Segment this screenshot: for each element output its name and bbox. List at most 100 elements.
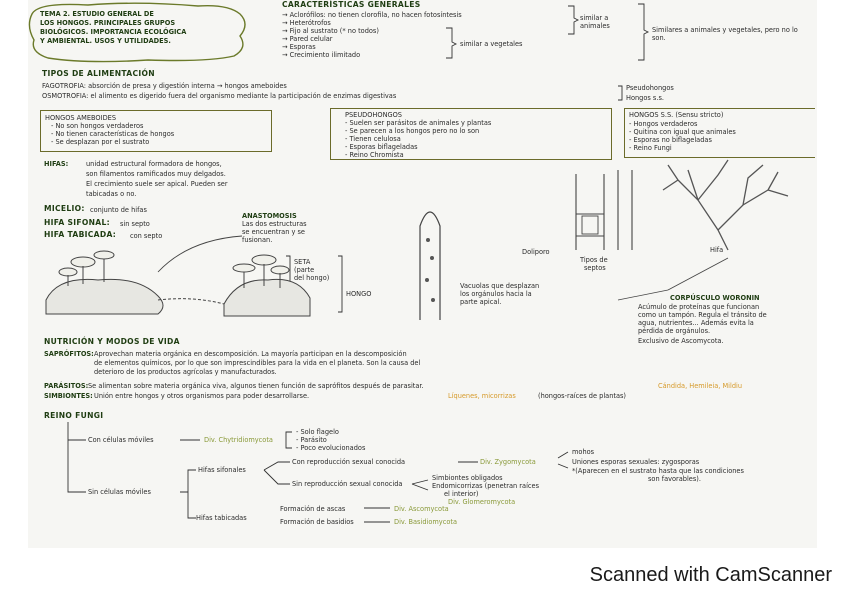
hifas-text: tabicadas o no. <box>86 190 137 198</box>
simbiontes-item: Endomicorrizas (penetran raíces <box>432 482 540 490</box>
corpusculo-text: Acúmulo de proteínas que funcionan <box>638 303 760 311</box>
animal-note: similar a animales <box>580 14 610 30</box>
plant-note: similar a vegetales <box>460 40 523 48</box>
saprofitos-text: de elementos químicos, por lo que son im… <box>94 359 421 367</box>
sifonal-text: sin septo <box>120 220 150 228</box>
tabicada-text: con septo <box>130 232 163 240</box>
vacuolas-text: los orgánulos hacia la <box>460 290 532 298</box>
chytrid-item: - Parásito <box>296 436 327 444</box>
simbiontes-tail: (hongos-raíces de plantas) <box>538 392 627 400</box>
box-ameboides: HONGOS AMEBOIDES - No son hongos verdade… <box>40 110 272 152</box>
nutricion-heading: NUTRICIÓN Y MODOS DE VIDA <box>44 337 180 346</box>
simbiontes-highlight: Líquenes, micorrizas <box>448 392 516 400</box>
chytrid-item: - Poco evolucionados <box>296 444 366 452</box>
anastomosis-heading: ANASTOMOSIS <box>242 212 297 220</box>
basidio-label: Div. Basidiomycota <box>394 518 457 526</box>
simbiontes-label: SIMBIONTES: <box>44 392 93 400</box>
box-pseudohongos: PSEUDOHONGOS - Suelen ser parásitos de a… <box>330 108 612 160</box>
box-item: - Se desplazan por el sustrato <box>51 138 150 146</box>
simbiontes-item: Simbiontes obligados <box>432 474 503 482</box>
asexual-label: Sin reproducción sexual conocida <box>292 480 403 488</box>
simbiontes-item: el interior) <box>444 490 479 498</box>
asco-label: Div. Ascomycota <box>394 505 449 513</box>
box-item: - No tienen características de hongos <box>51 130 175 138</box>
box-title: PSEUDOHONGOS <box>345 111 402 119</box>
box-title: HONGOS AMEBOIDES <box>45 114 116 122</box>
anastomosis-text: Las dos estructuras <box>242 220 307 228</box>
sexual-label: Con reproducción sexual conocida <box>292 458 406 466</box>
hifas-text: El crecimiento suele ser apical. Pueden … <box>86 180 228 188</box>
moviles-label: Con células móviles <box>88 436 154 444</box>
corpusculo-text: Exclusivo de Ascomycota. <box>638 337 724 345</box>
vacuolas-text: parte apical. <box>460 298 502 306</box>
note-drawings <box>28 2 789 523</box>
hifa-label: Hifa <box>710 246 724 254</box>
caracteristica-item: → Esporas <box>282 43 316 51</box>
box-item: - Esporas biflageladas <box>345 143 418 151</box>
box-item: - Tienen celulosa <box>345 135 401 143</box>
box-item: - Reino Fungi <box>629 144 672 152</box>
seta-label: del hongo) <box>294 274 330 282</box>
parasitos-text: Se alimentan sobre materia orgánica viva… <box>88 382 424 390</box>
zygo-item: mohos <box>572 448 595 456</box>
simbiontes-text: Unión entre hongos y otros organismos pa… <box>94 392 310 400</box>
caracteristica-item: → Heterótrofos <box>282 19 331 27</box>
hifas-text: son filamentos ramificados muy delgados. <box>86 170 226 178</box>
title-line-2: LOS HONGOS. PRINCIPALES GRUPOS <box>40 19 176 27</box>
chytrid-item: - Solo flagelo <box>296 428 339 436</box>
box-item: - Reino Chromista <box>345 151 404 159</box>
hongos-ss-label: Hongos s.s. <box>626 94 664 102</box>
hifas-text: unidad estructural formadora de hongos, <box>86 160 222 168</box>
fagotrofia: FAGOTROFIA: absorción de presa y digesti… <box>42 82 287 90</box>
box-item: - Esporas no biflageladas <box>629 136 712 144</box>
caracteristica-item: → Aclorófilos: no tienen clorofila, no h… <box>282 11 462 19</box>
box-title: HONGOS S.S. (Sensu stricto) <box>629 111 724 119</box>
zygo-item: son favorables). <box>648 475 701 483</box>
scanned-notes: TEMA 2. ESTUDIO GENERAL DE LOS HONGOS. P… <box>28 0 817 548</box>
corpusculo-text: agua, nutrientes... Además evita la <box>638 319 754 327</box>
caracteristicas-heading: CARACTERÍSTICAS GENERALES <box>282 0 421 9</box>
saprofitos-text: Aprovechan materia orgánica en descompos… <box>94 350 407 358</box>
title-line-1: TEMA 2. ESTUDIO GENERAL DE <box>40 10 154 18</box>
saprofitos-label: SAPRÓFITOS: <box>44 350 94 358</box>
box-item: - Se parecen a los hongos pero no lo son <box>345 127 480 135</box>
sin-moviles-label: Sin células móviles <box>88 488 151 496</box>
chytrid-label: Div. Chytridiomycota <box>204 436 273 444</box>
micelio-text: conjunto de hifas <box>90 206 147 214</box>
hongo-label: HONGO <box>346 290 372 298</box>
zygo-item: *(Aparecen en el sustrato hasta que las … <box>572 467 744 475</box>
corpusculo-text: como un tampón. Regula el tránsito de <box>638 311 767 319</box>
doliporo-label: Doliporo <box>522 248 550 256</box>
vacuolas-text: Vacuolas que desplazan <box>460 282 540 290</box>
parasitos-label: PARÁSITOS: <box>44 382 89 390</box>
corpusculo-text: pérdida de orgánulos. <box>638 327 711 335</box>
micelio-label: MICELIO: <box>44 204 85 213</box>
tipos-septos-label: septos <box>584 264 606 272</box>
caracteristica-item: → Crecimiento ilimitado <box>282 51 361 59</box>
corpusculo-heading: CORPÚSCULO WORONIN <box>670 294 760 302</box>
box-item: - Suelen ser parásitos de animales y pla… <box>345 119 492 127</box>
tipos-septos-label: Tipos de <box>580 256 608 264</box>
alimentacion-heading: TIPOS DE ALIMENTACIÓN <box>42 69 155 78</box>
anastomosis-text: fusionan. <box>242 236 273 244</box>
seta-label: SETA <box>294 258 311 266</box>
box-item: - Hongos verdaderos <box>629 120 698 128</box>
glomero-label: Div. Glomeromycota <box>448 498 516 506</box>
sifonales-label: Hifas sifonales <box>198 466 246 474</box>
title-cloud-outline <box>28 2 246 63</box>
tabicadas-label: Hifas tabicadas <box>196 514 247 522</box>
box-item: - Quitina con igual que animales <box>629 128 736 136</box>
zygo-label: Div. Zygomycota <box>480 458 536 466</box>
title-line-4: Y AMBIENTAL. USOS Y UTILIDADES. <box>40 37 171 45</box>
saprofitos-text: deterioro de los productos agrícolas y m… <box>94 368 277 376</box>
osmotrofia: OSMOTROFIA: el alimento es digerido fuer… <box>42 92 397 100</box>
box-hongos-ss: HONGOS S.S. (Sensu stricto) - Hongos ver… <box>624 108 815 158</box>
parasitos-highlight: Cándida, Hemileia, Mildiu <box>658 382 743 390</box>
anastomosis-text: se encuentran y se <box>242 228 305 236</box>
title-line-3: BIOLÓGICOS. IMPORTANCIA ECOLÓGICA <box>40 28 187 36</box>
basidios-label: Formación de basidios <box>280 518 354 526</box>
both-note: Similares a animales y vegetales, pero n… <box>652 26 798 42</box>
pseudohongos-label: Pseudohongos <box>626 84 674 92</box>
caracteristica-item: → Pared celular <box>282 35 333 43</box>
